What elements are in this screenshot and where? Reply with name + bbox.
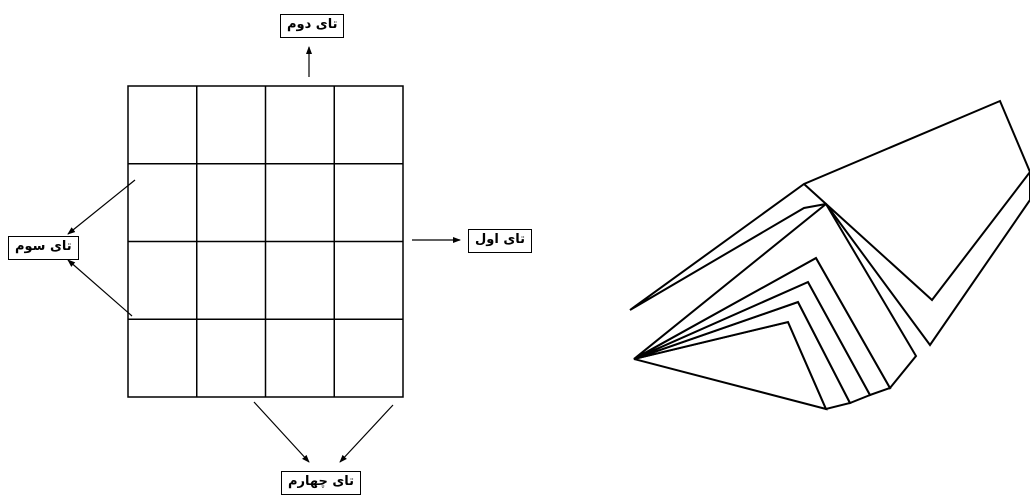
second-fold-label: تای دوم — [280, 14, 345, 38]
first-fold-label: تای اول — [468, 229, 533, 253]
arrow-fourth-fold-left — [253, 401, 310, 463]
fold-arrows — [67, 46, 461, 463]
folded-paper-illustration — [629, 99, 1030, 411]
paper-grid — [127, 85, 404, 398]
top-sheet-inner-fold — [803, 171, 1030, 302]
fourth-fold-label: تای چهارم — [281, 471, 362, 495]
arrow-third-fold-lower — [67, 259, 133, 317]
third-fold-label: تای سوم — [8, 236, 79, 260]
folded-top-sheet — [629, 99, 1030, 347]
folded-layer-1 — [633, 202, 918, 390]
arrow-fourth-fold-right — [339, 404, 394, 463]
arrow-third-fold-upper — [67, 179, 136, 235]
